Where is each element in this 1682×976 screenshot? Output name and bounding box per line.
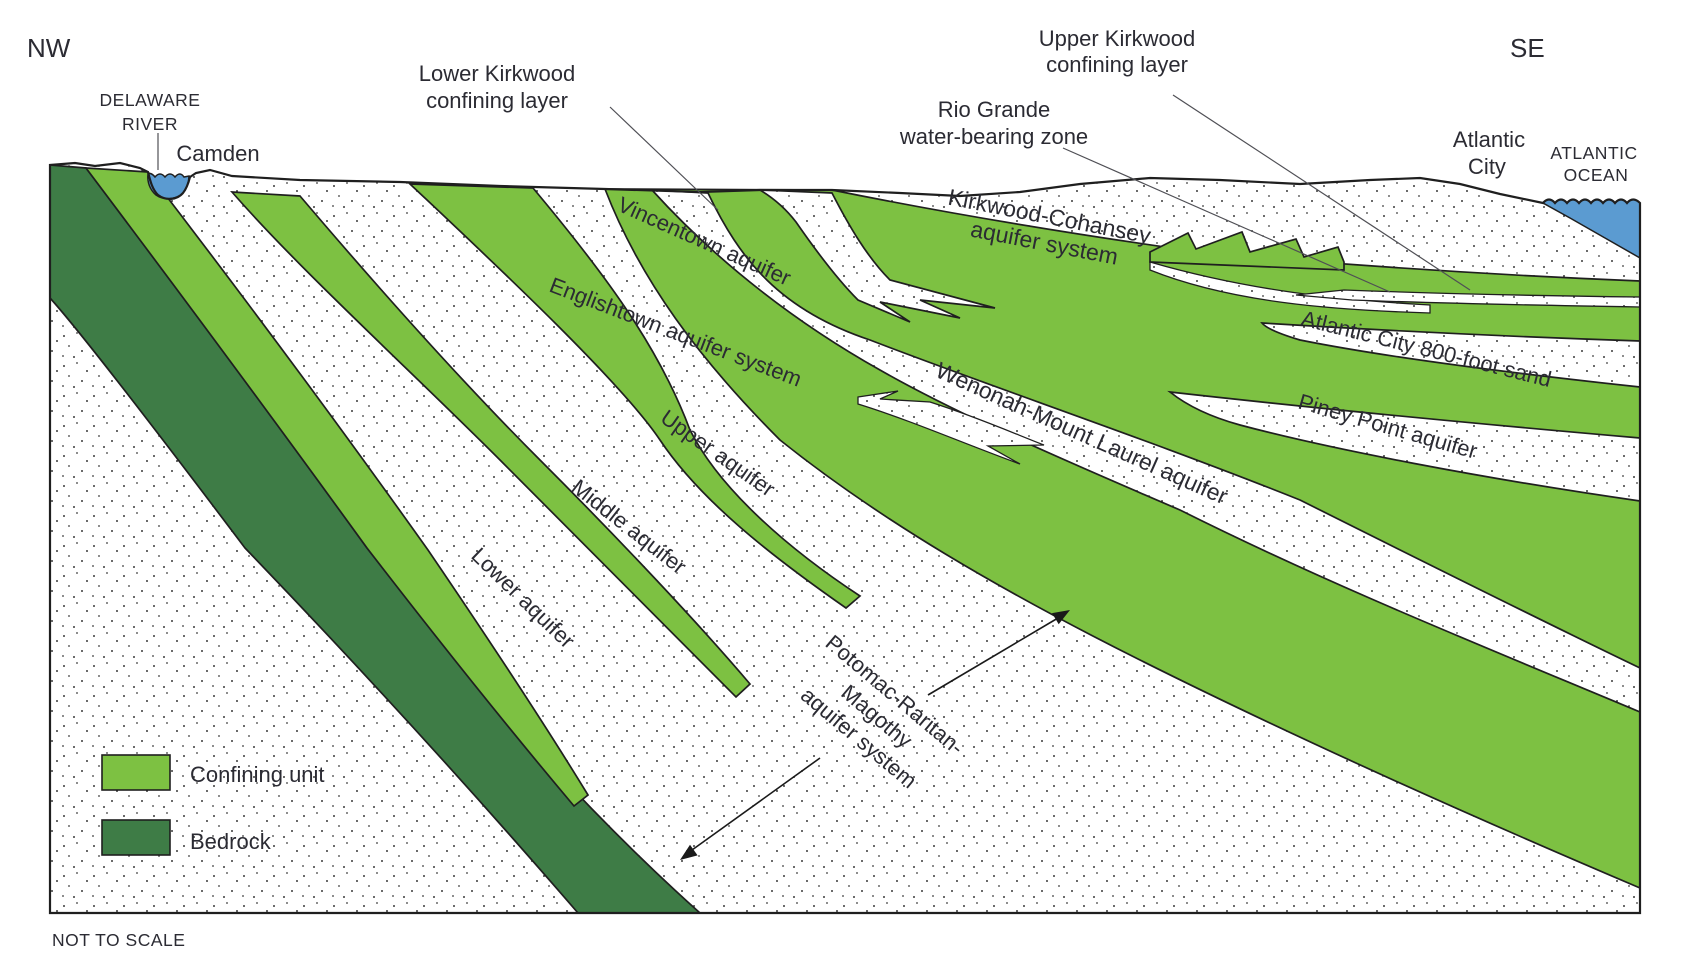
rio-grande-label-line1: Rio Grande xyxy=(938,97,1051,122)
confining-band-above-bedrock xyxy=(84,167,590,808)
atlantic-city-800-foot-sand-band xyxy=(1260,322,1641,388)
compass-se: SE xyxy=(1510,33,1545,63)
vincentown-aquifer-band xyxy=(759,189,996,323)
confining-band-lower-middle xyxy=(230,191,752,699)
prm-arrow-lower-line xyxy=(691,757,821,851)
confining-mass-southeast xyxy=(603,188,1641,890)
section-border xyxy=(48,161,1642,915)
atlantic-city-label-line1: Atlantic xyxy=(1453,127,1525,152)
upper-kirkwood-label-line1: Upper Kirkwood xyxy=(1039,26,1196,51)
rio-grande-leader-line xyxy=(1062,147,1391,293)
lower-kirkwood-label-line1: Lower Kirkwood xyxy=(419,61,576,86)
delaware-river-label-line2: RIVER xyxy=(122,114,178,134)
piney-point-aquifer-band xyxy=(1167,390,1641,502)
lower-kirkwood-label-line2: confining layer xyxy=(426,88,568,113)
compass-nw: NW xyxy=(27,33,71,63)
prm-arrow-upper-head xyxy=(1052,610,1070,625)
not-to-scale-note: NOT TO SCALE xyxy=(52,930,185,950)
prm-arrow-lower-head xyxy=(680,844,698,860)
lower-kirkwood-leader-line xyxy=(609,106,719,211)
atlantic-ocean-label-line1: ATLANTIC xyxy=(1550,143,1637,163)
legend-confining-label: Confining unit xyxy=(190,762,325,787)
legend-bedrock-label: Bedrock xyxy=(190,829,272,854)
rio-grande-label-line2: water-bearing zone xyxy=(899,124,1088,149)
prm-arrow-upper-line xyxy=(927,617,1059,696)
atlantic-city-label-line2: City xyxy=(1468,154,1506,179)
atlantic-ocean-label-line2: OCEAN xyxy=(1564,165,1629,185)
legend-confining-swatch xyxy=(101,754,171,791)
upper-kirkwood-label-line2: confining layer xyxy=(1046,52,1188,77)
wenonah-pinch-sliver xyxy=(857,390,1045,465)
camden-label: Camden xyxy=(176,141,259,166)
confining-band-middle-upper xyxy=(407,183,862,610)
upper-kirkwood-feather-zigzag xyxy=(1149,230,1345,271)
legend: Confining unit Bedrock xyxy=(101,754,325,856)
upper-kirkwood-leader-line xyxy=(1172,94,1471,291)
delaware-river-label-line1: DELAWARE xyxy=(100,90,201,110)
legend-bedrock-swatch xyxy=(101,819,171,856)
